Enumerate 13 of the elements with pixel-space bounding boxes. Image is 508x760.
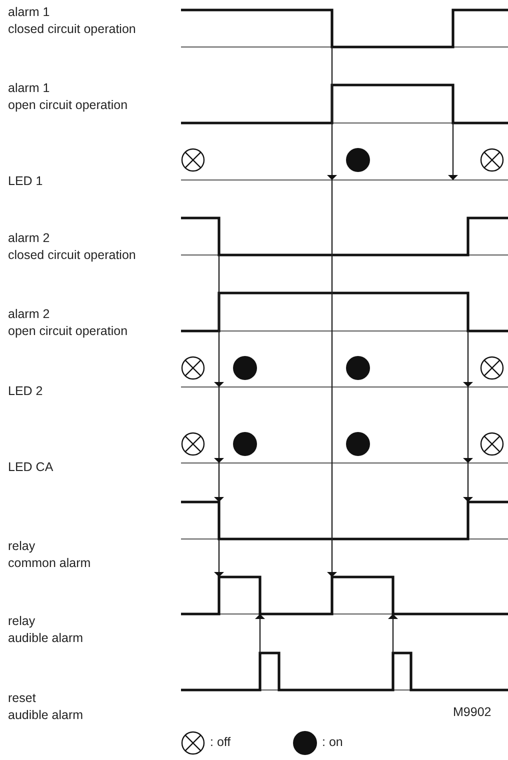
signal-label: alarm 2 closed circuit operation (8, 230, 136, 264)
signal-label: relay common alarm (8, 538, 91, 572)
signal-label: alarm 2 open circuit operation (8, 306, 128, 340)
signal-label: LED 2 (8, 383, 43, 400)
signal-label: alarm 1 closed circuit operation (8, 4, 136, 38)
figure-code: M9902 (453, 704, 492, 721)
signal-label: LED CA (8, 459, 54, 476)
legend-label: : off (210, 734, 231, 751)
legend-label: : on (322, 734, 343, 751)
signal-label: LED 1 (8, 173, 43, 190)
signal-label: reset audible alarm (8, 690, 84, 724)
signal-label: relay audible alarm (8, 613, 84, 647)
signal-label: alarm 1 open circuit operation (8, 80, 128, 114)
